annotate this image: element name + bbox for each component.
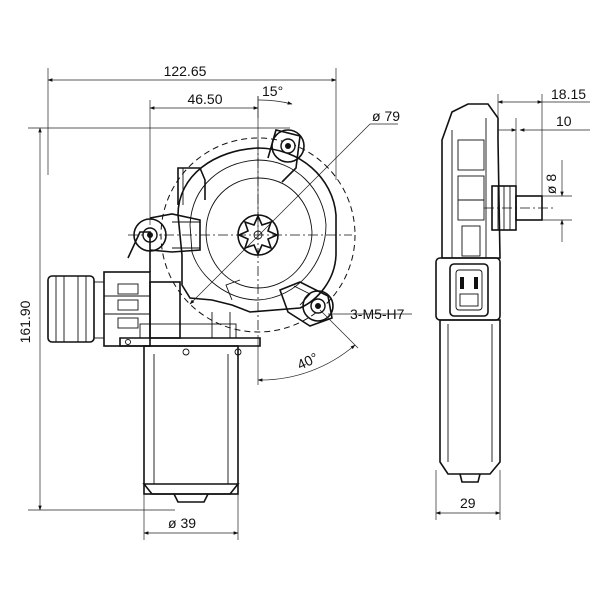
dim-angle-top: 15° — [257, 83, 293, 118]
dim-flange-offset: 10 — [498, 113, 590, 186]
side-view: 18.15 10 ø 8 29 — [435, 86, 590, 520]
dim-pattern-diameter: ø 79 — [189, 108, 400, 305]
output-shaft — [484, 185, 556, 231]
motor-side — [439, 319, 501, 483]
motor-can — [142, 345, 240, 503]
connector-face — [435, 257, 501, 321]
dim-shaft-diameter: ø 8 — [542, 160, 572, 242]
dim-angle-bottom: 40° — [257, 309, 359, 385]
front-view: 122.65 46.50 15° 161.90 — [17, 63, 412, 540]
pattern-diameter-label: ø 79 — [372, 108, 400, 124]
electrical-connector — [47, 231, 181, 347]
overall-height-label: 161.90 — [17, 300, 33, 343]
dim-overall-width: 122.65 — [47, 63, 337, 180]
flange-offset-label: 10 — [556, 113, 572, 129]
bolt-pattern-circle — [160, 137, 356, 333]
output-spline — [237, 214, 279, 256]
dim-mount-holes: 3-M5-H7 — [328, 306, 412, 322]
dim-offset-width: 46.50 — [149, 91, 259, 235]
dim-overall-height: 161.90 — [17, 127, 290, 511]
shaft-diameter-label: ø 8 — [543, 174, 559, 194]
motor-diameter-label: ø 39 — [168, 515, 196, 531]
mount-holes-label: 3-M5-H7 — [350, 306, 405, 322]
angle-top-label: 15° — [262, 83, 283, 99]
shaft-offset-label: 18.15 — [551, 86, 586, 102]
overall-width-label: 122.65 — [164, 63, 207, 79]
dim-side-width: 29 — [435, 470, 501, 520]
motor-flange — [119, 312, 261, 356]
dim-shaft-offset: 18.15 — [497, 86, 590, 196]
dim-motor-diameter: ø 39 — [143, 494, 239, 540]
angle-bottom-label: 40° — [295, 349, 321, 372]
side-width-label: 29 — [460, 495, 476, 511]
gearbox-housing — [133, 129, 337, 327]
offset-width-label: 46.50 — [187, 91, 222, 107]
